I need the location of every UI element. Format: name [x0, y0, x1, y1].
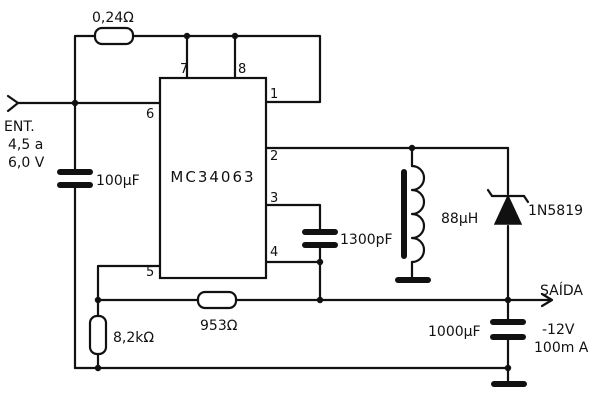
output-label: SAÍDA -12V 100m A [534, 282, 589, 356]
capacitor-timing: 1300pF [302, 229, 393, 248]
output-label-line-2: -12V [542, 322, 575, 338]
input-label-line-3: 6,0 V [8, 155, 45, 171]
input-terminal [6, 94, 20, 113]
junction-dot [183, 32, 191, 40]
diode-triangle [493, 194, 523, 225]
resistor-953-body [196, 290, 238, 310]
pin-label-3: 3 [270, 191, 278, 206]
wire-input-to-sense [73, 34, 97, 105]
wire-sense-to-pins [131, 34, 322, 104]
ic-mc34063: MC34063 7 8 1 6 2 3 4 5 [146, 62, 278, 280]
capacitor-output-label: 1000μF [428, 324, 481, 340]
resistor-82k-label: 8,2kΩ [113, 330, 154, 346]
resistor-sense-label: 0,24Ω [92, 10, 134, 26]
diode-label: 1N5819 [528, 203, 583, 219]
pin-label-6: 6 [146, 107, 154, 122]
pin-label-1: 1 [270, 87, 278, 102]
junction-dot [94, 364, 102, 372]
input-label-line-2: 4,5 a [8, 137, 43, 153]
ic-body [158, 76, 268, 280]
resistor-sense-body [93, 26, 135, 46]
wire-pin3 [264, 203, 322, 234]
pin-label-5: 5 [146, 265, 154, 280]
pin-label-7: 7 [180, 62, 188, 77]
output-label-line-3: 100m A [534, 340, 589, 356]
output-label-line-1: SAÍDA [540, 282, 583, 299]
capacitor-input-label: 100μF [96, 173, 140, 189]
inductor-label: 88μH [441, 211, 478, 227]
ic-label: MC34063 [170, 168, 255, 186]
resistor-953: 953Ω [196, 290, 238, 334]
resistor-82k: 8,2kΩ [88, 314, 154, 356]
pin-label-8: 8 [238, 62, 246, 77]
capacitor-timing-label: 1300pF [340, 232, 393, 248]
resistor-82k-body [88, 314, 108, 356]
diode-cathode-tab-left [486, 188, 494, 198]
inductor-88uh: 88μH [401, 164, 478, 264]
output-arrow [540, 292, 554, 308]
input-label-line-1: ENT. [4, 119, 35, 135]
junction-dot [408, 144, 416, 152]
wire-pin5 [96, 264, 162, 302]
capacitor-output: 1000μF [428, 319, 526, 340]
diode-cathode-tab-right [522, 194, 530, 204]
junction-dot [94, 296, 102, 304]
inductor-coil [410, 164, 426, 264]
junction-dot [504, 296, 512, 304]
junction-dot [71, 99, 79, 107]
pin-label-4: 4 [270, 245, 278, 260]
junction-dot [231, 32, 239, 40]
junction-dot [504, 364, 512, 372]
junction-dot [316, 296, 324, 304]
resistor-sense: 0,24Ω [92, 10, 135, 46]
resistor-953-label: 953Ω [200, 318, 238, 334]
diode-1n5819: 1N5819 [486, 188, 583, 225]
junction-dot [316, 258, 324, 266]
input-label: ENT. 4,5 a 6,0 V [4, 119, 45, 171]
junction-dots [71, 32, 512, 372]
pin-label-2: 2 [270, 149, 278, 164]
capacitor-input: 100μF [57, 169, 140, 189]
